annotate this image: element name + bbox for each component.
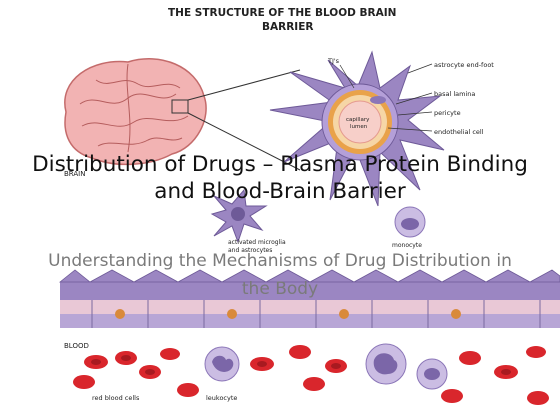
basal-leader — [395, 92, 433, 105]
zoom-line-bottom — [187, 112, 301, 171]
tjs-label: TJ's — [327, 57, 340, 65]
endothelial-wall — [58, 269, 560, 328]
astrocyte-leader — [407, 63, 433, 74]
endothelial-label: endothelial cell — [434, 128, 484, 136]
tjs-leader — [339, 64, 355, 89]
microglia-label-line1: activated microglia — [228, 239, 286, 246]
pericyte-label: pericyte — [434, 109, 461, 117]
zoom-line-top — [187, 69, 301, 101]
leukocyte-label: leukocyte — [206, 394, 237, 402]
monocyte-label: monocyte — [392, 242, 422, 249]
slide-title: Distribution of Drugs – Plasma Protein B… — [32, 152, 528, 204]
slide-subtitle: Understanding the Mechanisms of Drug Dis… — [48, 251, 512, 299]
diagram-heading-line1: THE STRUCTURE OF THE BLOOD BRAIN — [168, 7, 396, 19]
brain-illustration — [64, 58, 207, 166]
red-blood-cells — [73, 345, 549, 405]
capillary-label: capillary — [346, 117, 370, 123]
diagram-heading-line2: BARRIER — [262, 21, 313, 33]
capillary-cross-section — [269, 50, 445, 207]
brain-label: BRAIN — [64, 170, 85, 178]
microglia-cells — [210, 188, 268, 244]
lumen-label: lumen — [350, 124, 368, 130]
basal-label: basal lamina — [434, 90, 475, 98]
leukocytes — [204, 343, 448, 390]
endothelial-leader — [387, 127, 433, 132]
blood-label: BLOOD — [64, 342, 89, 350]
monocyte-cell — [394, 206, 426, 238]
rbc-label: red blood cells — [92, 394, 140, 402]
microglia-label-line2: and astrocytes — [228, 247, 272, 254]
astrocyte-label: astrocyte end-foot — [434, 61, 494, 69]
pericyte-leader — [397, 111, 433, 116]
